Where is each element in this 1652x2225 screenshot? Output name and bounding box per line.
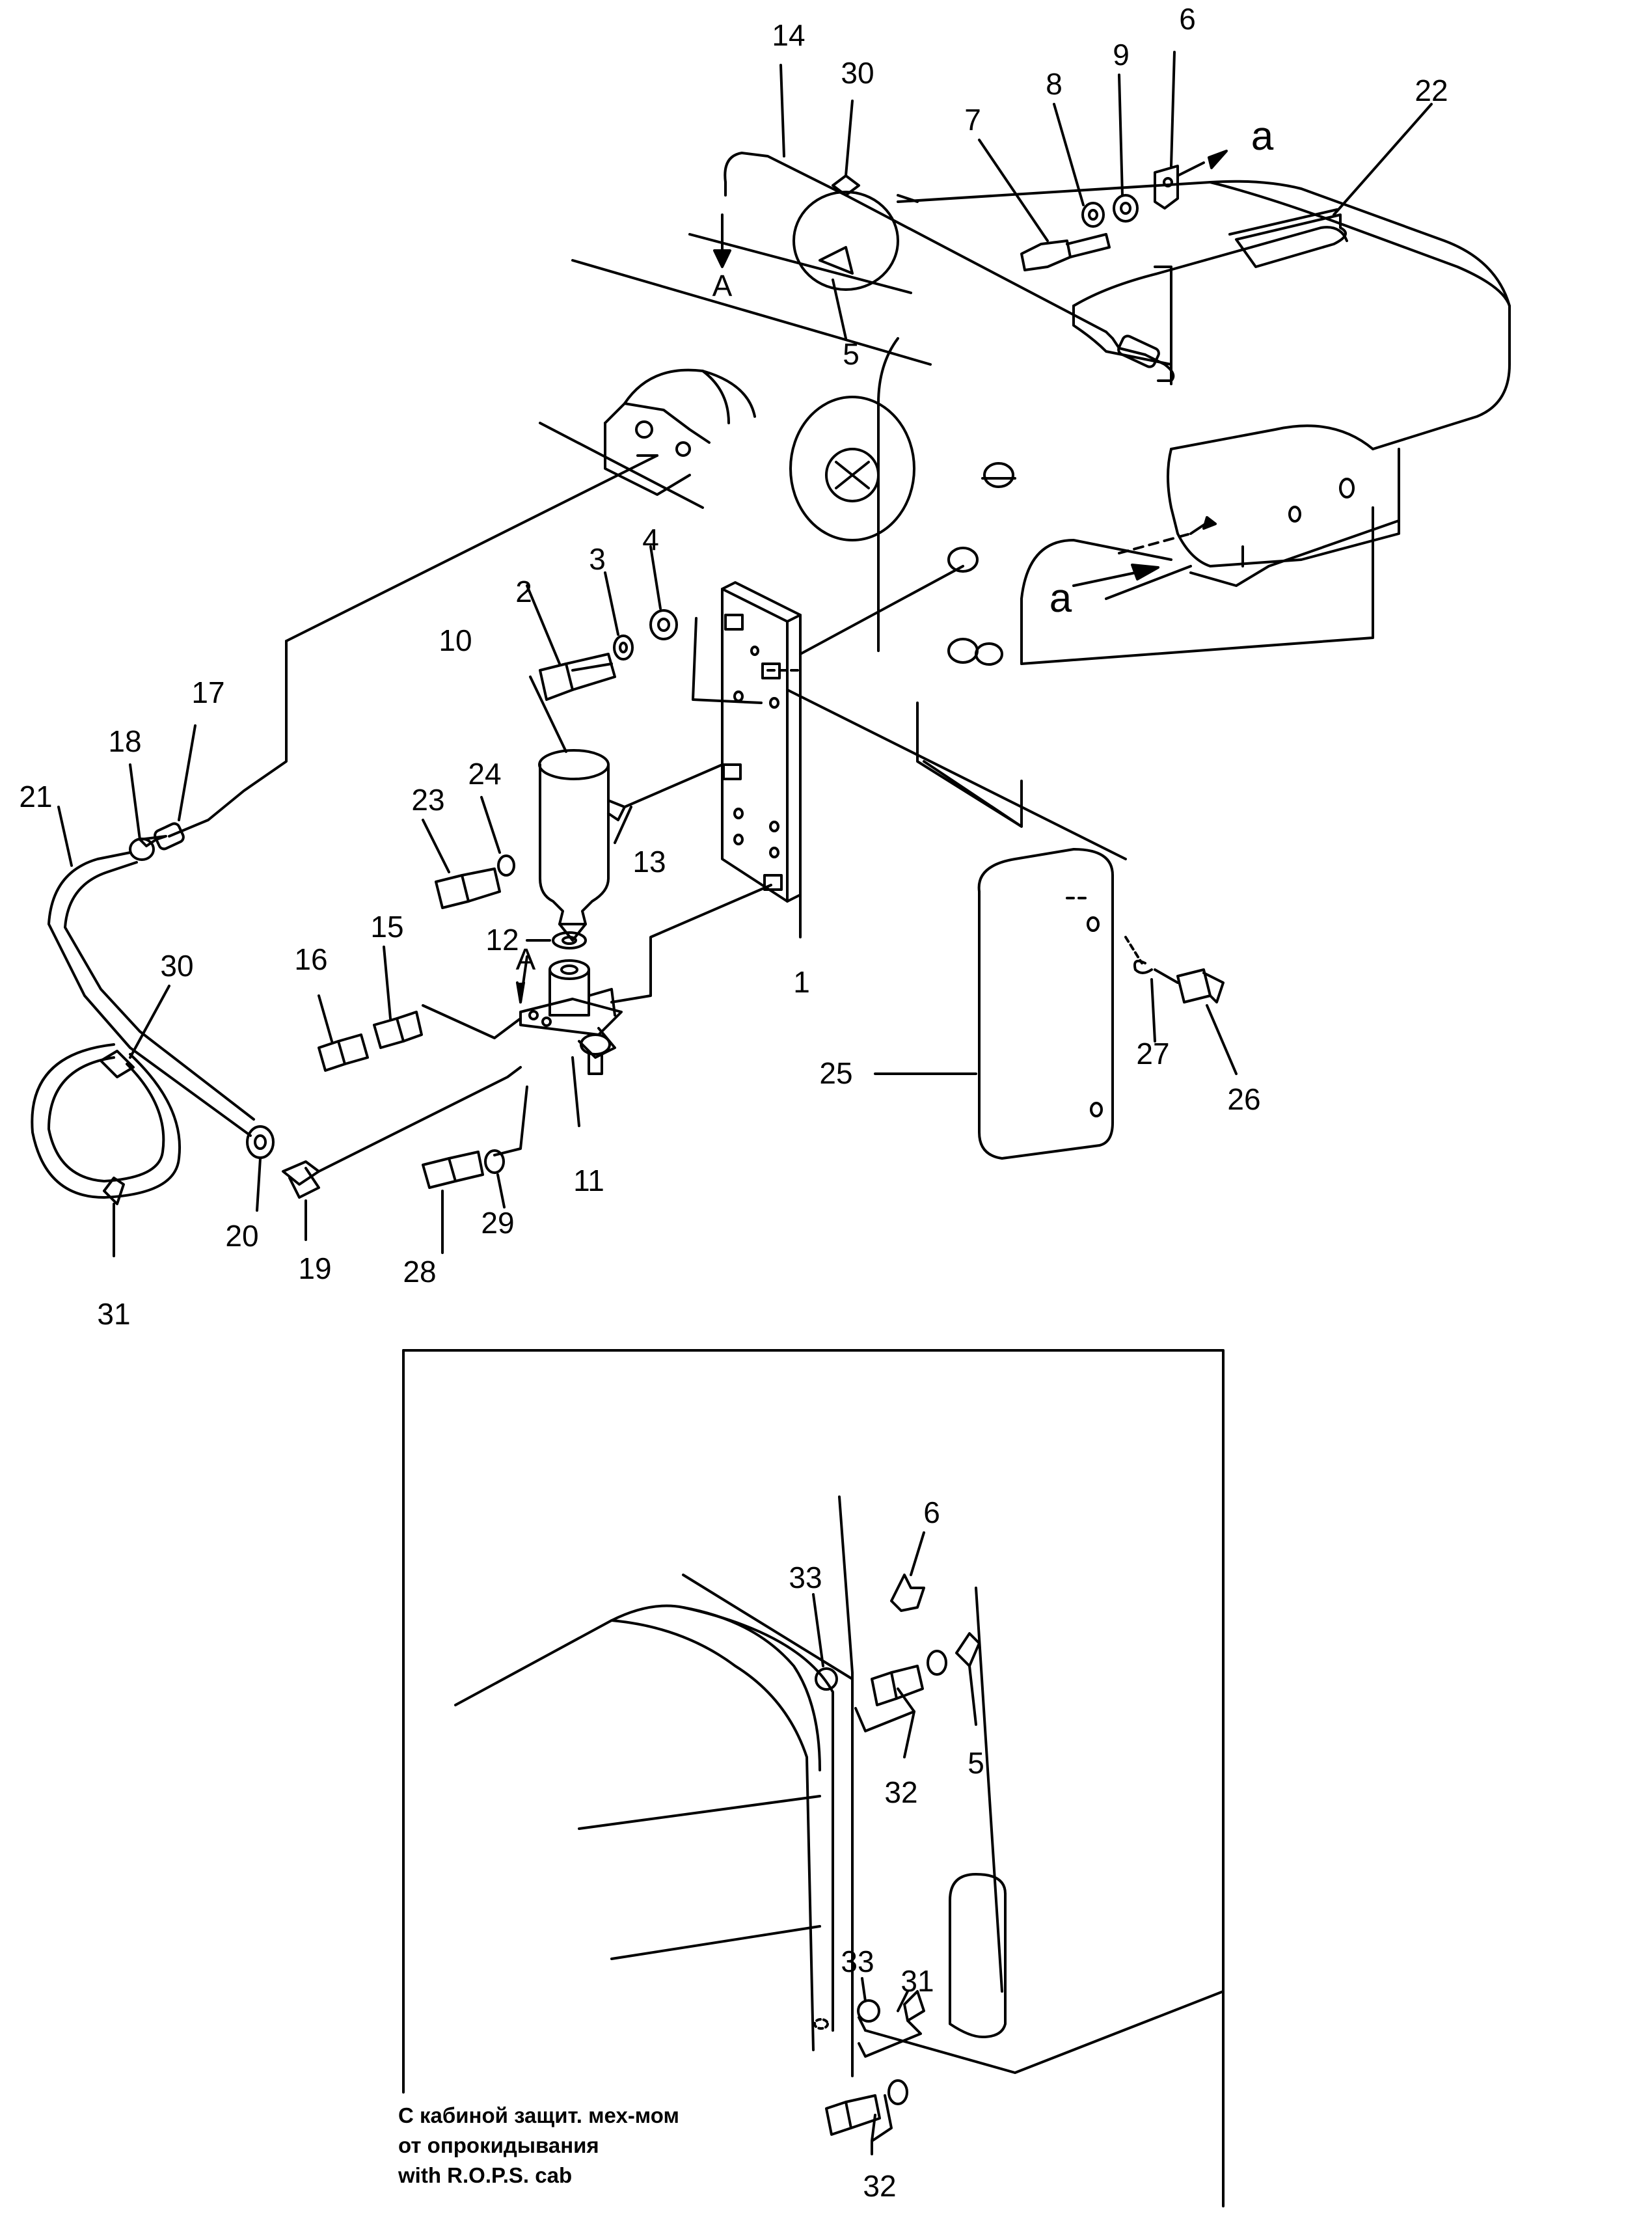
callout-30-top: 30 xyxy=(841,56,874,90)
callout-2: 2 xyxy=(515,575,532,608)
callout-27: 27 xyxy=(1136,1037,1169,1071)
callout-labels: 14 30 6 9 8 7 22 5 A a a 2 3 4 10 13 1 1… xyxy=(19,2,1448,2203)
inset-callout-33-top: 33 xyxy=(789,1561,822,1594)
callout-17: 17 xyxy=(191,676,224,709)
callout-12: 12 xyxy=(485,923,519,957)
callout-30: 30 xyxy=(160,949,193,983)
callout-24: 24 xyxy=(468,757,501,791)
filter-10 xyxy=(529,676,724,942)
callout-13: 13 xyxy=(632,845,666,879)
callout-6: 6 xyxy=(1179,2,1196,36)
callout-21: 21 xyxy=(19,780,52,813)
bolt-2 xyxy=(526,545,678,701)
inset-callout-5: 5 xyxy=(968,1746,984,1780)
inset-callout-6: 6 xyxy=(923,1495,940,1529)
callout-9: 9 xyxy=(1113,38,1130,72)
callout-22: 22 xyxy=(1415,74,1448,107)
callout-14: 14 xyxy=(772,18,805,52)
callout-11: 11 xyxy=(573,1164,604,1197)
inset-callout-32-bottom: 32 xyxy=(863,2169,896,2203)
bolt-28 xyxy=(422,1085,528,1254)
callout-16: 16 xyxy=(294,942,327,976)
callout-5-top: 5 xyxy=(843,337,860,371)
callout-20: 20 xyxy=(225,1219,258,1253)
cable-14 xyxy=(713,51,1433,587)
caption-en: with R.O.P.S. cab xyxy=(398,2163,573,2187)
callout-view-a-top: A xyxy=(712,269,733,303)
callout-23: 23 xyxy=(411,783,444,817)
caption-ru-line-2: от опрокидывания xyxy=(398,2133,599,2157)
callout-view-a: A xyxy=(516,942,536,976)
inset-caption: С кабиной защит. мех-мом от опрокидывани… xyxy=(398,2101,679,2191)
callout-15: 15 xyxy=(370,910,403,944)
inset-callout-32-top: 32 xyxy=(884,1775,917,1809)
callout-25: 25 xyxy=(819,1056,852,1090)
bolt-16 xyxy=(318,946,522,1072)
callout-ref-a-top: a xyxy=(1251,114,1274,159)
inset-callout-31: 31 xyxy=(900,1964,934,1998)
cable-21 xyxy=(31,454,658,1257)
mounting-panel-1 xyxy=(610,565,1127,1003)
callout-29: 29 xyxy=(481,1206,514,1240)
callout-8: 8 xyxy=(1046,67,1063,101)
cover-25 xyxy=(874,848,1238,1160)
callout-ref-a-side: a xyxy=(1049,576,1072,621)
callout-31: 31 xyxy=(97,1297,130,1331)
bolt-23 xyxy=(422,796,515,909)
valve-11 xyxy=(516,931,623,1127)
callout-10: 10 xyxy=(439,623,472,657)
caption-ru-line-1: С кабиной защит. мех-мом xyxy=(398,2103,679,2127)
callout-28: 28 xyxy=(403,1255,436,1289)
inset-callout-33-bottom: 33 xyxy=(841,1945,874,1978)
callout-7: 7 xyxy=(964,103,981,137)
machine-body xyxy=(539,180,1511,828)
callout-18: 18 xyxy=(108,724,141,758)
callout-1: 1 xyxy=(793,965,810,999)
inset-rops-cab xyxy=(402,1349,1225,2207)
callout-19: 19 xyxy=(298,1251,331,1285)
callout-3: 3 xyxy=(589,542,606,576)
callout-26: 26 xyxy=(1227,1082,1260,1116)
callout-4: 4 xyxy=(642,523,659,556)
